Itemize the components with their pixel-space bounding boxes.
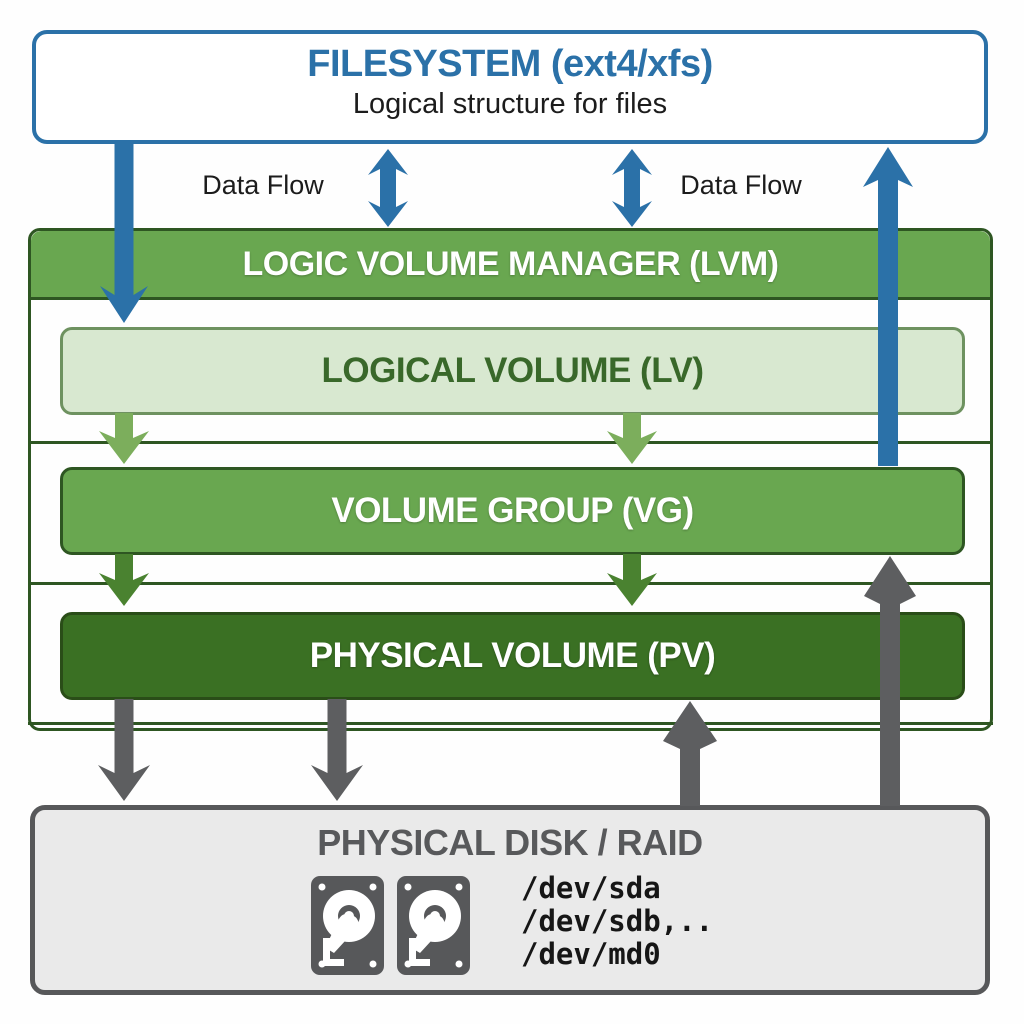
lvm-header-label: LOGIC VOLUME MANAGER (LVM) — [242, 244, 780, 283]
lvm-row-divider — [28, 441, 993, 444]
data-flow-label-left: Data Flow — [202, 170, 324, 200]
hard-disk-icons — [311, 876, 470, 975]
filesystem-title: FILESYSTEM (ext4/xfs) — [307, 43, 713, 85]
arrow-lv-to-vg-left — [99, 413, 149, 464]
arrow-vg-to-pv-left — [99, 554, 149, 606]
arrow-vg-to-pv-center — [607, 554, 657, 606]
device-line: /dev/md0 — [521, 937, 661, 971]
physical-disk-box: PHYSICAL DISK / RAID — [30, 805, 990, 995]
arrow-data-flow-right — [612, 149, 652, 227]
physical-volume-box: PHYSICAL VOLUME (PV) — [60, 612, 965, 700]
lvm-row-divider — [28, 722, 993, 725]
physical-disk-title: PHYSICAL DISK / RAID — [317, 822, 703, 863]
data-flow-label-right: Data Flow — [680, 170, 802, 200]
lvm-row-divider — [28, 582, 993, 585]
filesystem-subtitle: Logical structure for files — [352, 88, 668, 120]
hard-disk-icon — [397, 876, 470, 975]
arrow-data-flow-left — [368, 149, 408, 227]
arrow-vg-to-filesystem — [863, 147, 913, 466]
device-line: /dev/sdb,.. — [521, 904, 714, 938]
arrow-lv-to-vg-center — [607, 413, 657, 464]
arrow-pv-to-disk-mid — [311, 699, 363, 801]
lvm-header: LOGIC VOLUME MANAGER (LVM) — [31, 231, 990, 300]
device-line: /dev/sda — [521, 871, 661, 905]
arrow-disk-to-pv — [663, 701, 717, 806]
arrow-pv-to-disk-left — [98, 699, 150, 801]
logical-volume-box: LOGICAL VOLUME (LV) — [60, 327, 965, 415]
hard-disk-icon — [311, 876, 384, 975]
device-list: /dev/sda /dev/sdb,.. /dev/md0 — [521, 872, 713, 971]
filesystem-box: FILESYSTEM (ext4/xfs) Logical structure … — [32, 30, 988, 144]
volume-group-box: VOLUME GROUP (VG) — [60, 467, 965, 555]
